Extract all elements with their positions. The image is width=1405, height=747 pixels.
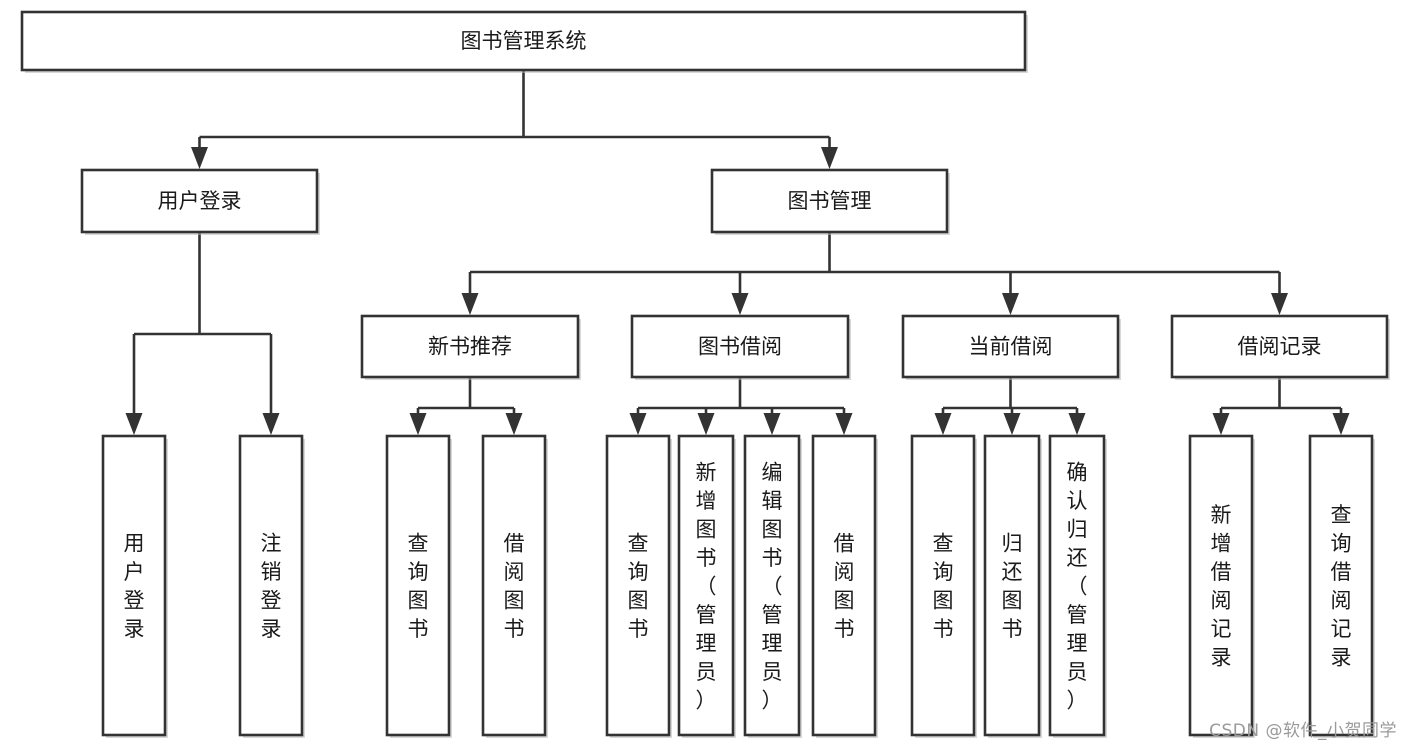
node-label: 用户登录	[158, 189, 242, 213]
node-l_q_rec[interactable]: 查询借阅记录	[1308, 434, 1375, 738]
node-l_add_rec[interactable]: 新增借阅记录	[1188, 434, 1255, 738]
node-l_b2[interactable]: 借阅图书	[811, 434, 878, 738]
node-n_current[interactable]: 当前借阅	[901, 314, 1121, 380]
node-l_add_book[interactable]: 新增图书（管理员）	[677, 434, 736, 738]
node-label: 编辑图书（管理员）	[762, 460, 783, 712]
node-box[interactable]	[1048, 434, 1106, 737]
node-box[interactable]	[983, 434, 1041, 737]
node-label: 注销登录	[261, 532, 282, 642]
node-label: 查询图书	[408, 532, 429, 642]
node-box[interactable]	[630, 314, 850, 379]
node-box[interactable]	[743, 434, 801, 737]
node-label: 查询图书	[933, 532, 954, 642]
node-box[interactable]	[910, 434, 976, 737]
node-label: 借阅图书	[504, 532, 525, 642]
connector-group-n_current	[934, 377, 1086, 435]
node-label: 借阅记录	[1238, 335, 1322, 359]
node-l_b1[interactable]: 借阅图书	[481, 434, 548, 738]
node-label: 确认归还（管理员）	[1067, 460, 1088, 712]
node-l_edit_book[interactable]: 编辑图书（管理员）	[743, 434, 802, 738]
node-n_borrow[interactable]: 图书借阅	[630, 314, 851, 380]
node-l_confirm[interactable]: 确认归还（管理员）	[1048, 434, 1107, 738]
node-layer: 图书管理系统用户登录图书管理新书推荐图书借阅当前借阅借阅记录用户登录注销登录查询…	[20, 10, 1390, 738]
node-n_records[interactable]: 借阅记录	[1170, 314, 1390, 380]
connector-layer	[125, 70, 1350, 435]
node-box[interactable]	[101, 434, 167, 737]
connector-group-n_borrow	[629, 377, 853, 435]
connector-group-n_records	[1212, 377, 1350, 435]
node-label: 查询图书	[628, 532, 649, 642]
node-label: 当前借阅	[969, 335, 1053, 359]
node-box[interactable]	[901, 314, 1120, 379]
node-box[interactable]	[1188, 434, 1254, 737]
node-box[interactable]	[238, 434, 304, 737]
node-l_q2[interactable]: 查询图书	[605, 434, 672, 738]
node-box[interactable]	[710, 168, 949, 234]
node-label: 图书借阅	[698, 335, 782, 359]
node-box[interactable]	[1170, 314, 1389, 379]
node-box[interactable]	[80, 168, 319, 234]
node-n_new_rec[interactable]: 新书推荐	[360, 314, 581, 380]
node-l_logout[interactable]: 注销登录	[238, 434, 305, 738]
node-label: 新增借阅记录	[1211, 503, 1232, 670]
node-label: 查询借阅记录	[1331, 503, 1352, 670]
node-box[interactable]	[605, 434, 671, 737]
node-label: 图书管理	[788, 189, 872, 213]
connector-group-root	[191, 70, 838, 169]
node-box[interactable]	[481, 434, 547, 737]
connector-group-n_user_login	[125, 232, 280, 435]
node-label: 借阅图书	[834, 532, 855, 642]
node-label: 新增图书（管理员）	[696, 460, 717, 712]
node-n_user_login[interactable]: 用户登录	[80, 168, 320, 235]
connector-group-n_book_mgmt	[461, 232, 1288, 315]
node-box[interactable]	[677, 434, 735, 737]
node-n_book_mgmt[interactable]: 图书管理	[710, 168, 950, 235]
node-box[interactable]	[360, 314, 580, 379]
node-l_return[interactable]: 归还图书	[983, 434, 1042, 738]
node-l_q1[interactable]: 查询图书	[385, 434, 452, 738]
node-label: 图书管理系统	[461, 29, 587, 53]
node-box[interactable]	[811, 434, 877, 737]
node-label: 新书推荐	[428, 335, 512, 359]
node-label: 用户登录	[124, 532, 145, 642]
node-root[interactable]: 图书管理系统	[20, 10, 1028, 73]
node-label: 归还图书	[1002, 532, 1023, 642]
node-l_user_login[interactable]: 用户登录	[101, 434, 168, 738]
node-box[interactable]	[20, 10, 1027, 72]
node-box[interactable]	[385, 434, 451, 737]
node-box[interactable]	[1308, 434, 1374, 737]
node-l_q3[interactable]: 查询图书	[910, 434, 977, 738]
connector-group-n_new_rec	[409, 377, 523, 435]
